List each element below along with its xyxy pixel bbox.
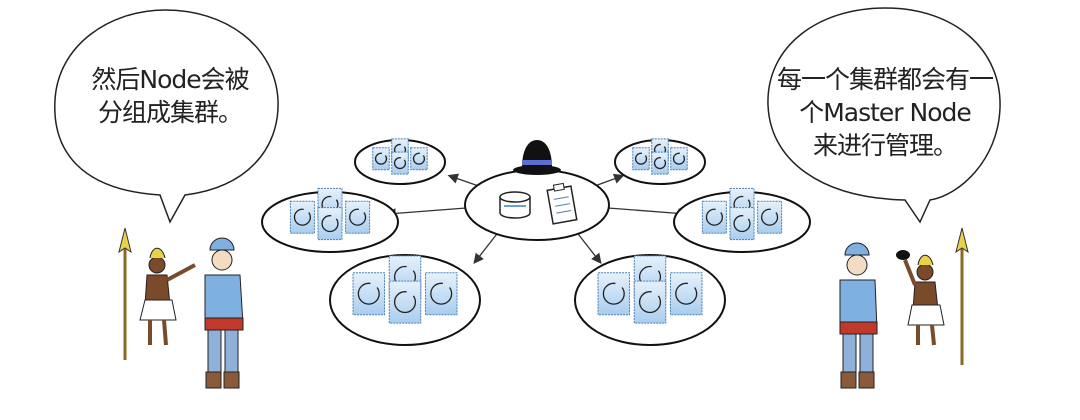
clusters <box>261 138 811 346</box>
right-spear-icon <box>955 227 969 365</box>
right-bubble-text: 每一个集群都会有一 个Master Node 来进行管理。 <box>770 63 1000 162</box>
right-bubble-line: 个Master Node <box>799 98 972 127</box>
left-warrior-figure <box>139 247 196 346</box>
pod-node-icon <box>388 280 422 324</box>
pod-node-icon <box>372 147 390 171</box>
cluster-group <box>614 138 706 185</box>
pod-node-icon <box>757 200 783 234</box>
left-speech-bubble <box>54 9 279 224</box>
left-spear-icon <box>118 227 132 360</box>
pod-node-icon <box>651 151 669 175</box>
left-engineer-figure <box>204 237 244 389</box>
clipboard-icon <box>546 182 578 225</box>
pod-node-icon <box>352 272 386 316</box>
pod-node-icon <box>317 207 343 241</box>
arrow <box>473 229 501 265</box>
cluster-group <box>329 254 481 346</box>
right-bubble-line: 来进行管理。 <box>812 131 958 160</box>
pod-node-icon <box>670 147 688 171</box>
right-warrior-figure <box>896 250 945 346</box>
right-speech-bubble <box>767 7 1001 224</box>
pod-node-icon <box>701 200 727 234</box>
pod-node-icon <box>597 272 631 316</box>
pod-node-icon <box>410 147 428 171</box>
pod-node-icon <box>289 200 315 234</box>
cluster-group <box>673 187 811 253</box>
pod-node-icon <box>391 151 409 175</box>
left-bubble-line: 分组成集群。 <box>97 98 243 127</box>
pod-node-icon <box>345 200 371 234</box>
right-engineer-figure <box>839 242 878 389</box>
arrow <box>607 207 689 219</box>
cluster-group <box>574 254 726 346</box>
cluster-group <box>354 138 446 185</box>
left-bubble-line: 然后Node会被 <box>91 65 249 94</box>
right-bubble-line: 每一个集群都会有一 <box>776 65 994 94</box>
arrow <box>574 229 602 265</box>
database-icon <box>499 191 531 219</box>
pod-node-icon <box>729 207 755 241</box>
arrow <box>385 207 467 219</box>
pod-node-icon <box>424 272 458 316</box>
master-node-ellipse <box>464 169 610 241</box>
pod-node-icon <box>633 280 667 324</box>
pod-node-icon <box>669 272 703 316</box>
pod-node-icon <box>632 147 650 171</box>
left-bubble-text: 然后Node会被 分组成集群。 <box>70 63 270 129</box>
red-hat-icon <box>513 140 561 175</box>
cluster-group <box>261 187 399 253</box>
